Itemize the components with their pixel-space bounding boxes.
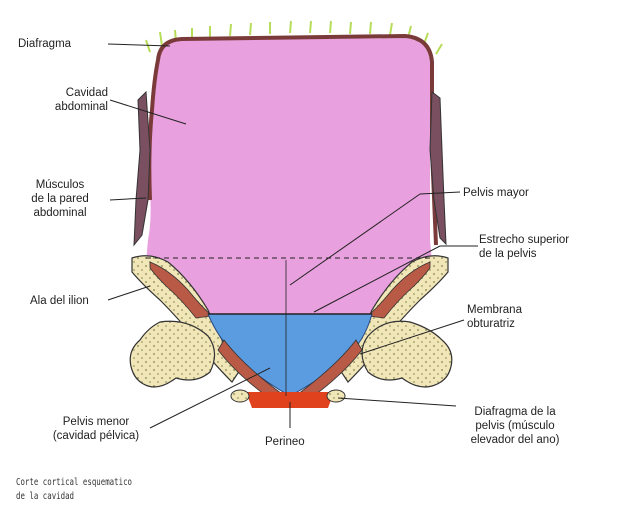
left-ischium [231,390,249,402]
label-diafragma-pelvis-line3: elevador del ano) [456,433,574,447]
label-musculos-line3: abdominal [14,206,106,220]
label-musculos-line1: Músculos [14,178,106,192]
abdominal-wall-left [134,92,150,245]
label-musculos-pared: Músculos de la pared abdominal [14,178,106,220]
label-pelvis-mayor: Pelvis mayor [463,186,529,200]
abdominal-wall-right [430,92,446,244]
right-ischium [327,390,345,402]
label-pelvis-menor-line1: Pelvis menor [40,415,152,429]
label-estrecho-superior: Estrecho superior de la pelvis [479,233,569,261]
caption-line1: Corte cortical esquematico [16,476,132,490]
label-ala-ilion: Ala del ilion [30,294,89,308]
abdominal-cavity [146,38,432,262]
label-diafragma-pelvis-line1: Diafragma de la [456,405,574,419]
label-perineo: Perineo [265,435,305,449]
label-membrana-line2: obturatriz [467,317,522,331]
label-diafragma-pelvis-line2: pelvis (músculo [456,419,574,433]
caption-line2: de la cavidad [16,490,132,504]
label-membrana-line1: Membrana [467,303,522,317]
label-diafragma: Diafragma [18,37,71,51]
label-musculos-line2: de la pared [14,192,106,206]
label-cavidad-abdominal: Cavidad abdominal [22,86,108,114]
label-pelvis-menor-line2: (cavidad pélvica) [40,429,152,443]
right-femur [362,321,452,387]
label-diafragma-pelvis: Diafragma de la pelvis (músculo elevador… [456,405,574,447]
label-pelvis-menor: Pelvis menor (cavidad pélvica) [40,415,152,443]
label-cavidad-line1: Cavidad [22,86,108,100]
label-cavidad-line2: abdominal [22,100,108,114]
caption: Corte cortical esquematico de la cavidad [16,476,132,504]
left-femur [130,321,214,387]
label-membrana-obturatriz: Membrana obturatriz [467,303,522,331]
label-estrecho-line2: de la pelvis [479,247,569,261]
label-estrecho-line1: Estrecho superior [479,233,569,247]
